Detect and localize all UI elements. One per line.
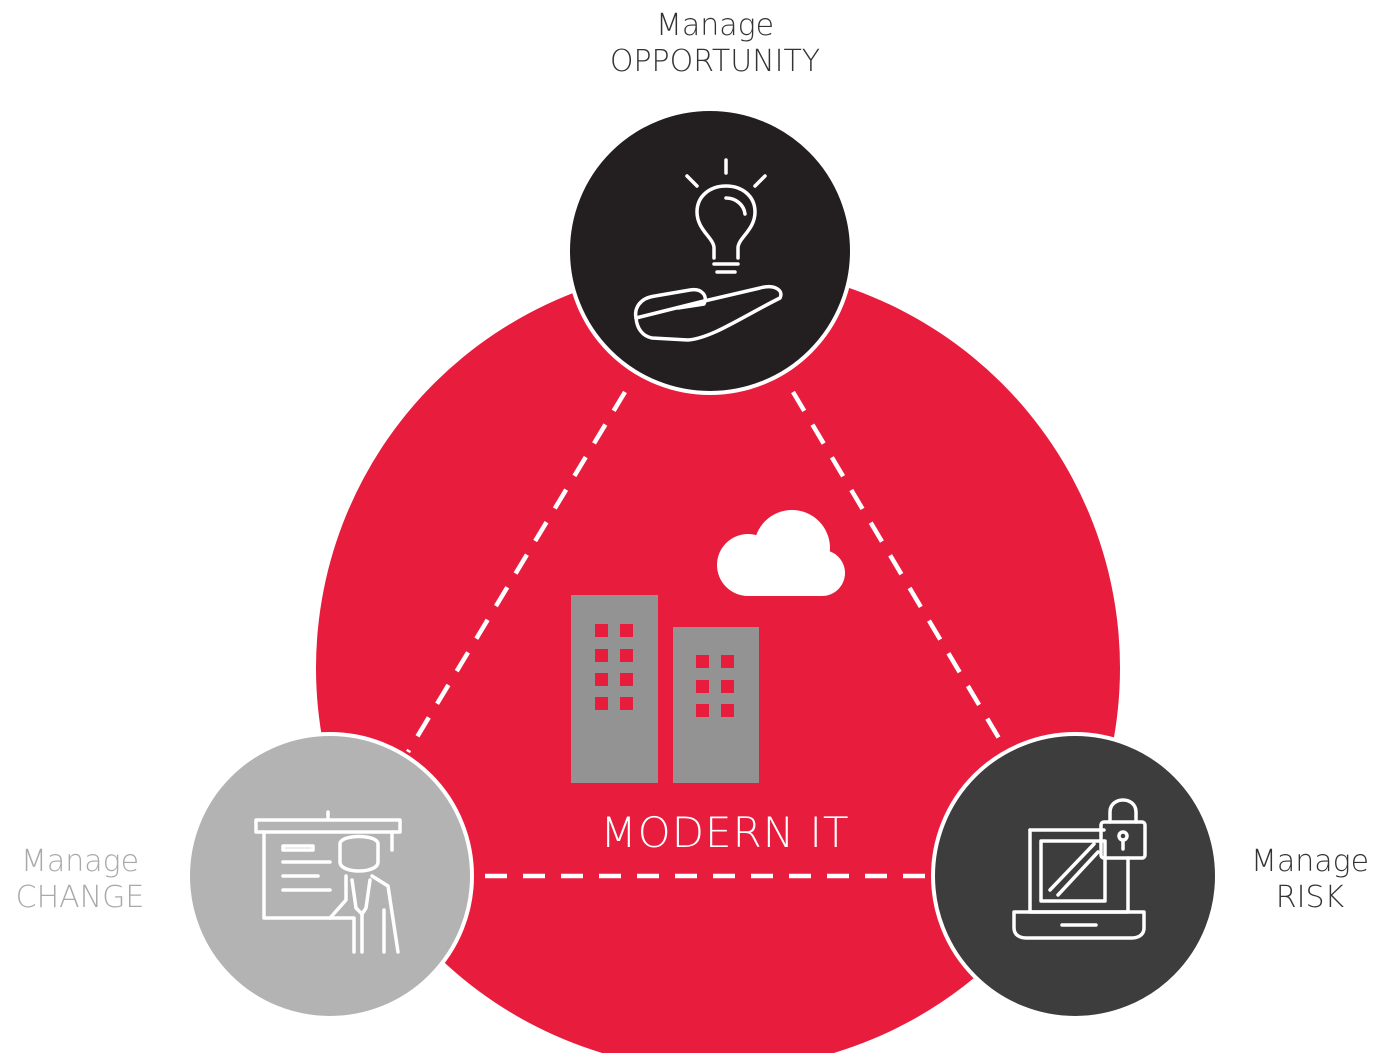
lightbulb-hand-icon xyxy=(633,158,783,342)
change-node xyxy=(186,732,474,1020)
cloud-buildings-icon xyxy=(571,510,845,783)
label-opportunity-line1: Manage xyxy=(655,8,775,43)
locked-laptop-icon xyxy=(1012,798,1147,940)
risk-node xyxy=(931,732,1219,1020)
cloud-icon xyxy=(717,510,845,596)
presenter-board-icon xyxy=(254,810,402,954)
building-icon xyxy=(571,595,759,783)
label-manage-change: Manage CHANGE xyxy=(0,844,170,916)
label-manage-opportunity: Manage OPPORTUNITY xyxy=(545,8,885,80)
connector-opportunity-risk xyxy=(791,390,1002,742)
center-title: MODERN IT xyxy=(600,808,850,857)
label-risk-line1: Manage xyxy=(1250,844,1370,879)
dashed-connectors xyxy=(406,390,1002,879)
label-manage-risk: Manage RISK xyxy=(1230,844,1390,916)
connector-opportunity-change xyxy=(406,390,627,754)
label-change-line1: Manage xyxy=(20,844,140,879)
opportunity-node xyxy=(566,107,854,395)
label-risk-line2: RISK xyxy=(1275,880,1345,915)
label-change-line2: CHANGE xyxy=(15,880,145,915)
label-opportunity-line2: OPPORTUNITY xyxy=(609,44,821,79)
